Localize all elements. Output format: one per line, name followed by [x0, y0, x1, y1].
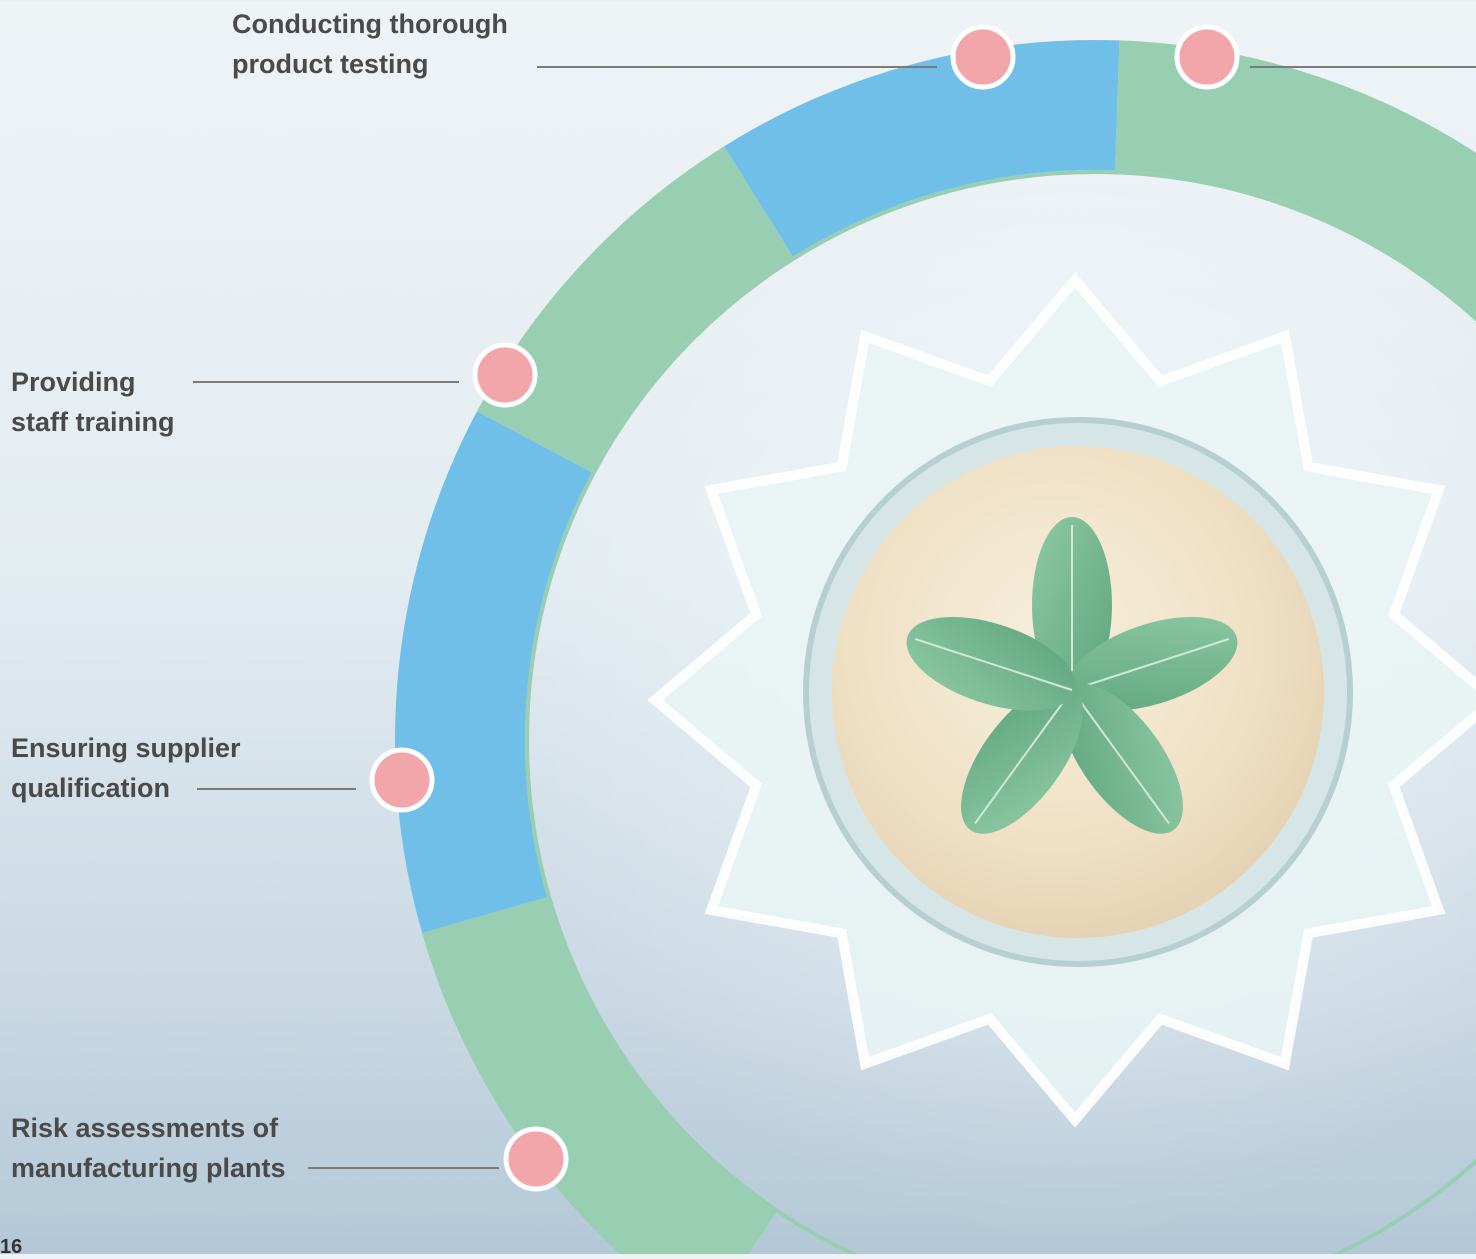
leaf-vein — [914, 638, 1073, 691]
step-marker — [1174, 24, 1240, 90]
leaf-vein — [1071, 638, 1230, 691]
leaf-vein — [1071, 689, 1170, 825]
segment-green-upper-left — [476, 146, 793, 473]
cycle-ring — [395, 39, 1476, 1259]
leaf-vein — [974, 689, 1073, 825]
segment-blue-top — [724, 39, 1120, 257]
step-label-supplier-qualification: Ensuring supplier qualification — [11, 733, 241, 803]
step-marker — [369, 747, 435, 813]
step-marker — [503, 1126, 569, 1192]
page-number: 16 — [0, 1236, 23, 1258]
ring-inner-line — [525, 170, 1476, 1259]
step-markers — [369, 24, 1240, 1192]
step-label-product-testing: Conducting thorough product testing — [232, 9, 508, 79]
step-label-risk-assessments: Risk assessments of manufacturing plants — [11, 1113, 286, 1183]
segment-green-bottom-left — [422, 897, 777, 1259]
segment-blue-left — [395, 411, 592, 933]
leaf-cluster-icon — [906, 517, 1238, 834]
step-marker — [950, 24, 1016, 90]
segment-green-top-right — [1114, 40, 1476, 317]
center-illustration — [510, 120, 1476, 1240]
step-label-staff-training: Providing staff training — [11, 367, 175, 437]
connector-lines — [193, 66, 1476, 1169]
step-marker — [472, 342, 538, 408]
